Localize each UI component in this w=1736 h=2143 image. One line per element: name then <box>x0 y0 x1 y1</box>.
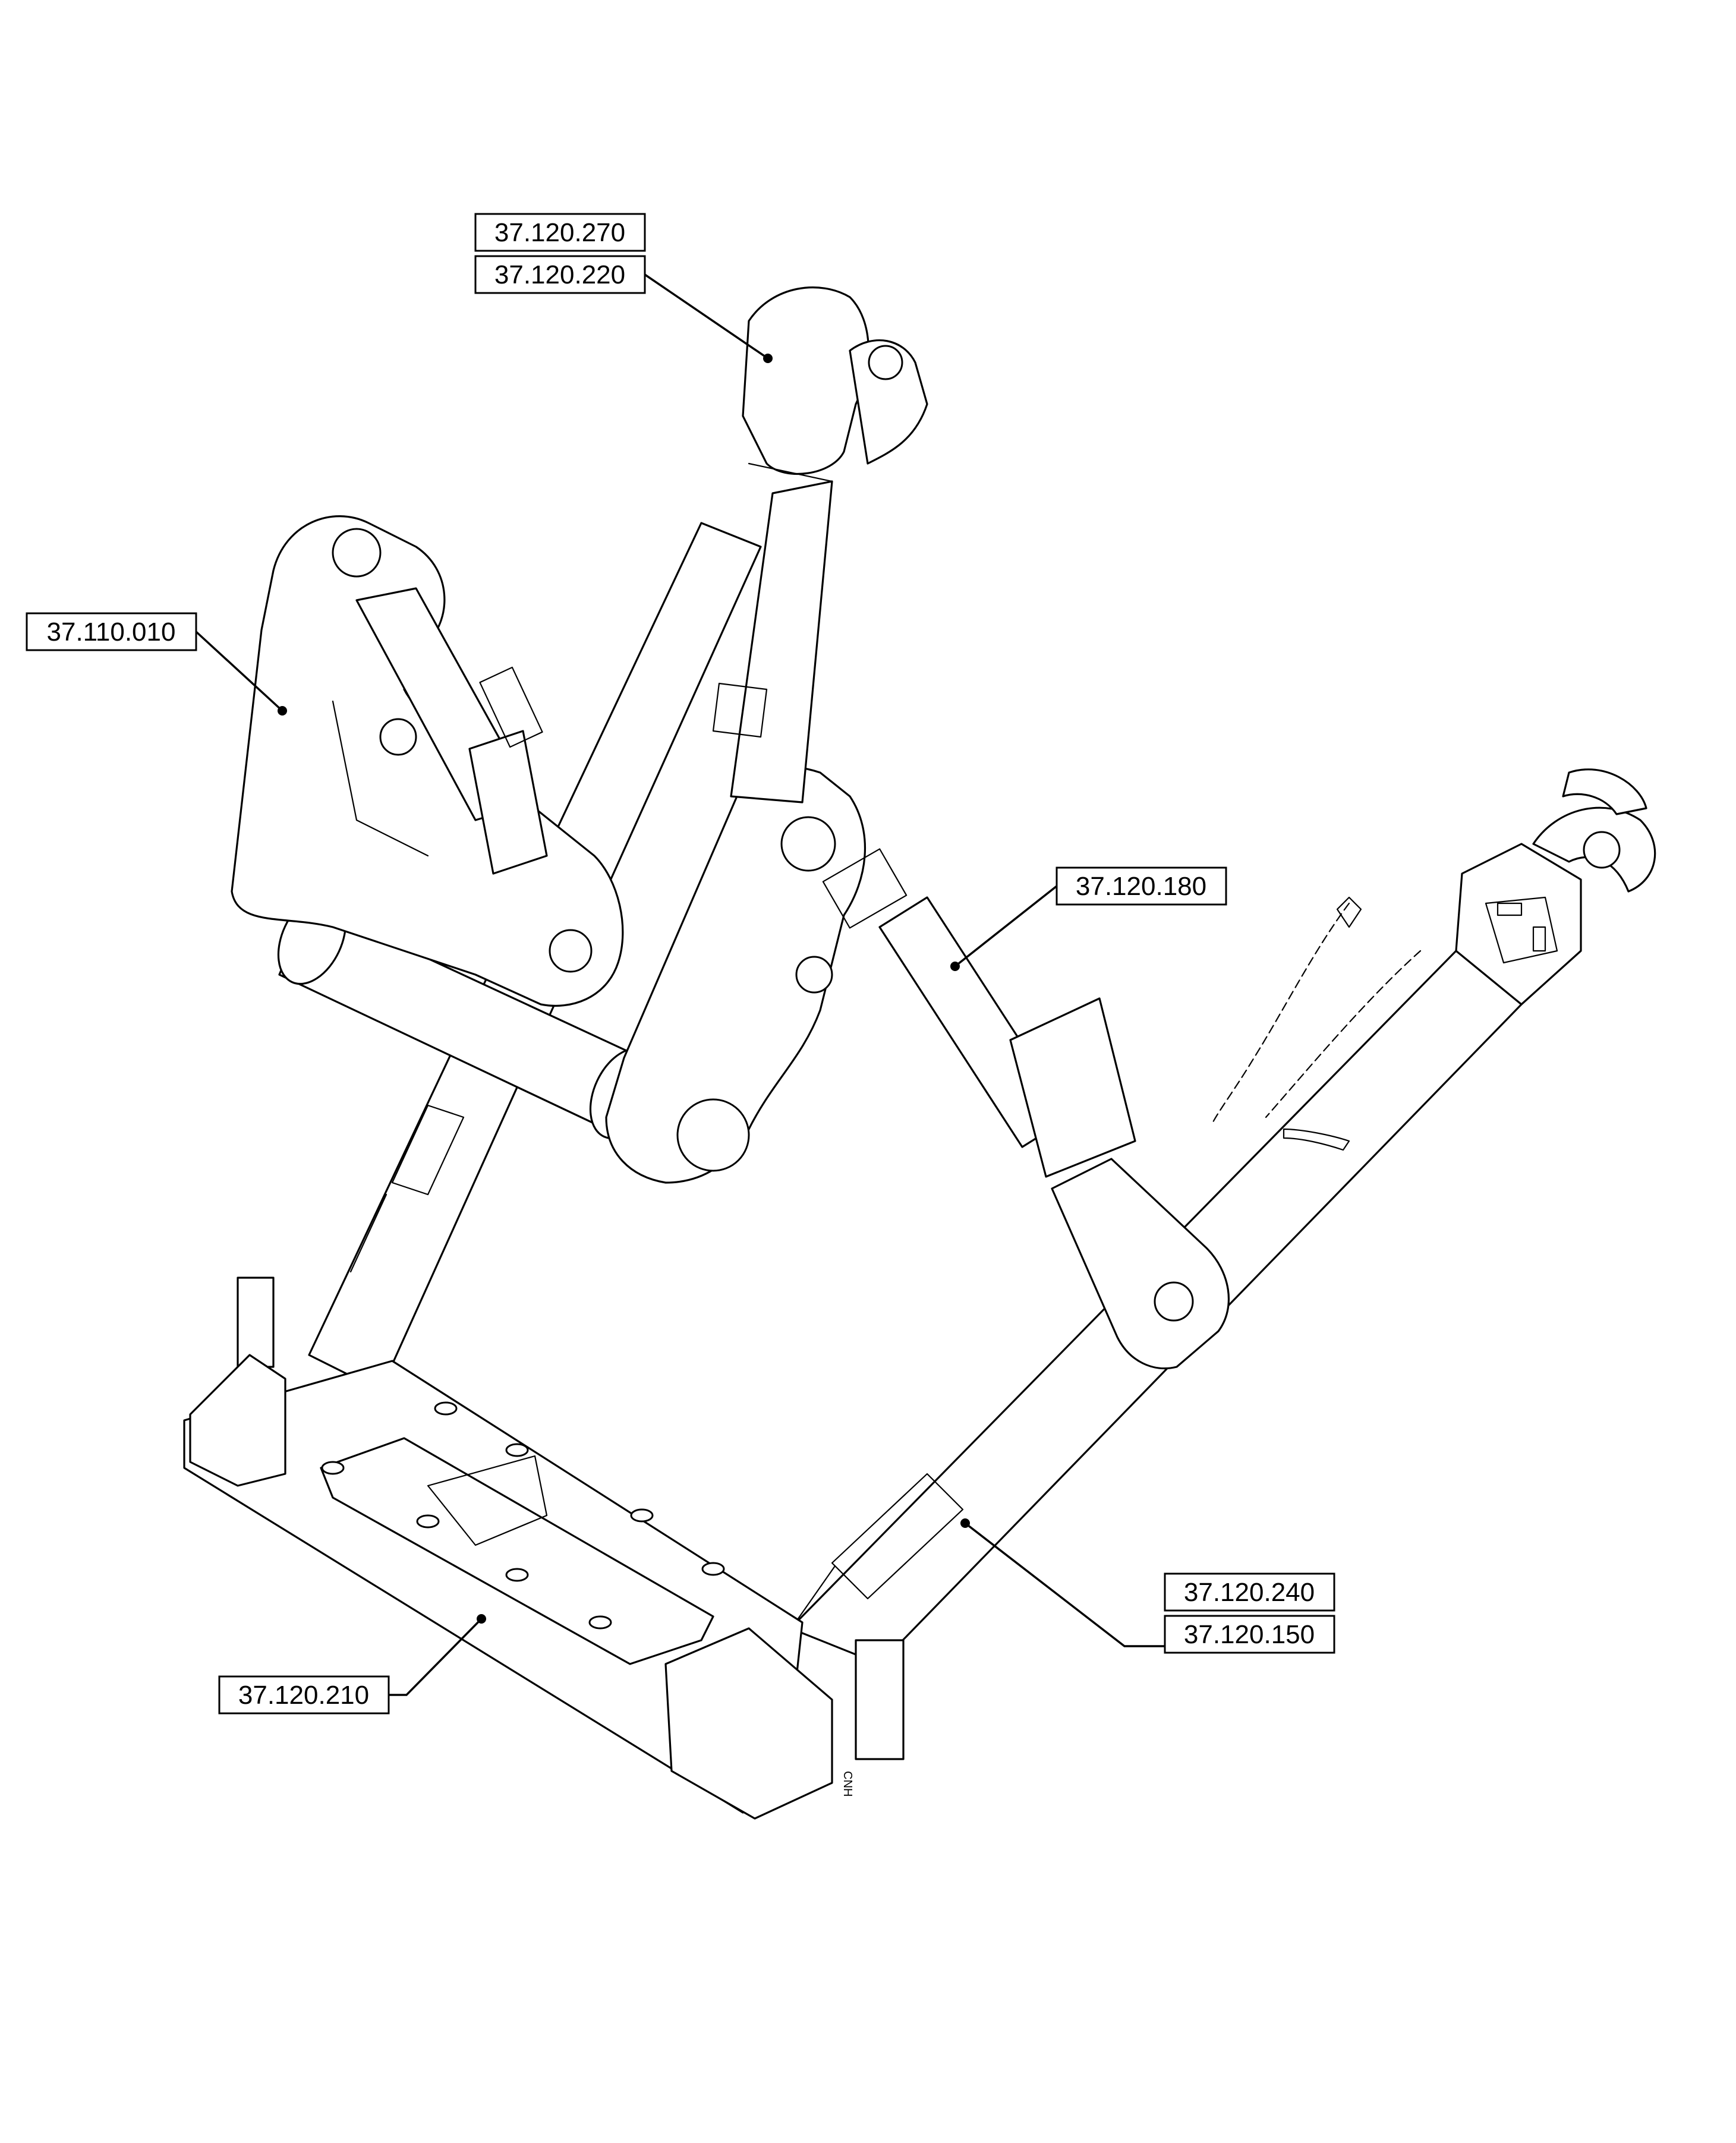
drawbar-assembly <box>183 1277 905 1820</box>
lift-rod-left <box>355 587 548 875</box>
callout-37-120-270: 37.120.270 <box>474 213 646 252</box>
plate-marking: CNH <box>841 1771 854 1797</box>
callout-label: 37.120.220 <box>494 260 625 289</box>
callout-37-110-010: 37.110.010 <box>26 612 197 651</box>
callout-37-120-220: 37.120.220 <box>474 255 646 294</box>
callout-37-120-240: 37.120.240 <box>1164 1572 1335 1612</box>
lift-rod-right <box>822 848 1230 1370</box>
top-link <box>712 286 928 803</box>
callout-label: 37.120.150 <box>1184 1620 1315 1649</box>
leader-lines <box>195 273 1165 1696</box>
check-chain <box>1211 896 1422 1151</box>
linkage-drawing: CNH <box>183 286 1656 1820</box>
lift-arm-left <box>231 515 624 1007</box>
callout-37-120-210: 37.120.210 <box>218 1675 390 1715</box>
callout-label: 37.120.180 <box>1076 872 1206 901</box>
callout-37-120-180: 37.120.180 <box>1056 866 1227 906</box>
callout-37-120-150: 37.120.150 <box>1164 1615 1335 1654</box>
callout-label: 37.120.240 <box>1184 1578 1315 1607</box>
callout-label: 37.110.010 <box>47 617 176 647</box>
callout-label: 37.120.210 <box>238 1681 369 1710</box>
drawbar-pins <box>321 1401 725 1630</box>
callout-label: 37.120.270 <box>494 218 625 247</box>
lift-arm-right <box>605 765 866 1184</box>
